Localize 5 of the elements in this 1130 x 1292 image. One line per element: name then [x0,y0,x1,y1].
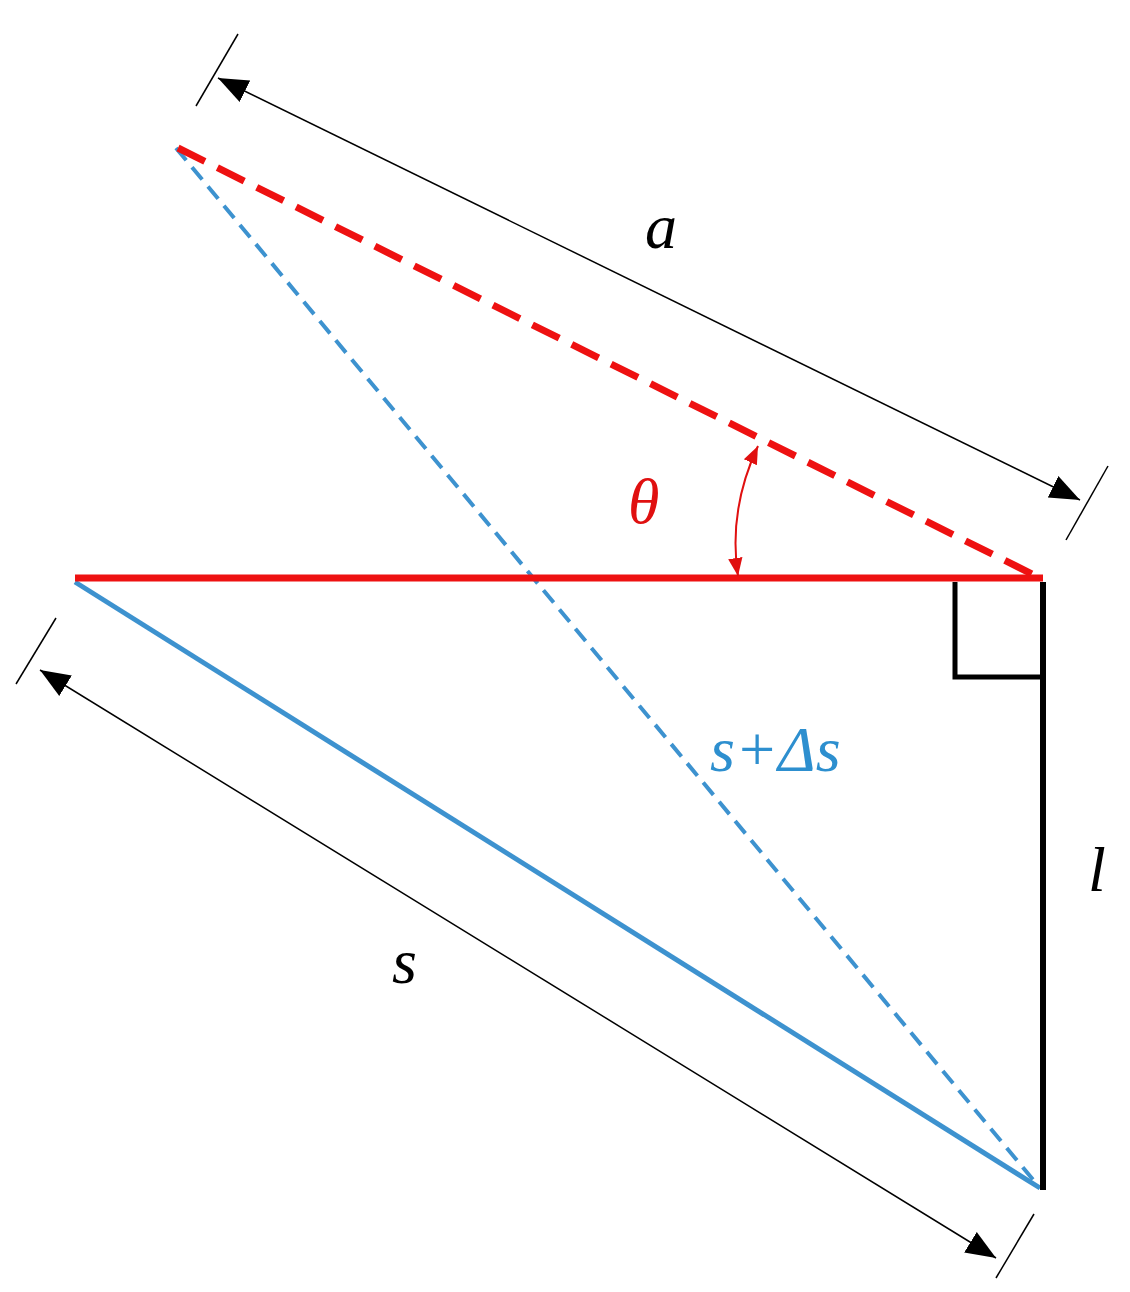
dimension-label: s [392,930,417,994]
dimension-label: a [645,195,677,259]
side-label: l [1088,838,1106,902]
angle-label: θ [628,470,660,534]
line-label: s+Δs [710,718,841,782]
